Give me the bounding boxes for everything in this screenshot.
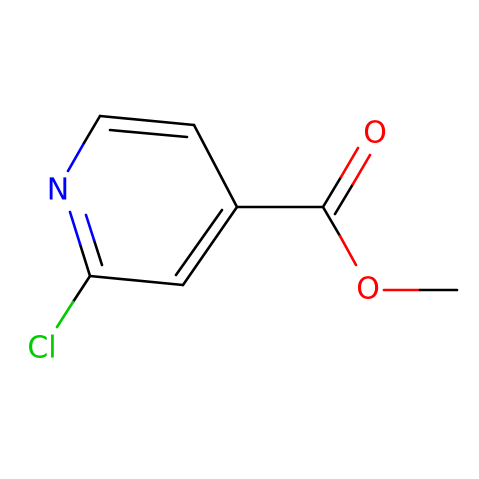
bond-c2-n-inner-chalf [92, 238, 104, 267]
atom-carbonyl-oxygen-label: O [363, 116, 387, 151]
bond-c3-c2 [88, 274, 185, 287]
atom-ester-oxygen-label: O [356, 272, 380, 307]
bond-n-c6-nhalf [66, 141, 86, 173]
bond-c2-n-inner-nhalf [84, 213, 96, 242]
bond-c2-cl-chalf [71, 274, 92, 304]
bond-c-oester-ohalf [338, 234, 358, 267]
bond-c2-n-nhalf [68, 210, 82, 246]
atom-nitrogen-label: N [47, 173, 69, 208]
atom-chlorine-label: Cl [27, 331, 56, 366]
bond-c6-c5 [98, 114, 196, 127]
bond-c2-cl-clhalf [55, 300, 75, 329]
bond-co-double-b-chalf [333, 182, 355, 216]
bond-c6-c5-inner [108, 128, 189, 139]
bond-c5-c4 [192, 123, 239, 209]
bond-c4-c3 [181, 205, 239, 287]
bond-co-double-a-chalf [321, 175, 343, 209]
bond-c2-n-chalf [78, 242, 92, 278]
bond-co-double-a-ohalf [339, 146, 360, 179]
bond-c4-c3-inner [174, 208, 224, 277]
bond-co-double-b-ohalf [351, 153, 372, 186]
bond-n-c6-chalf [82, 114, 102, 145]
bond-c-oester-chalf [321, 205, 342, 238]
